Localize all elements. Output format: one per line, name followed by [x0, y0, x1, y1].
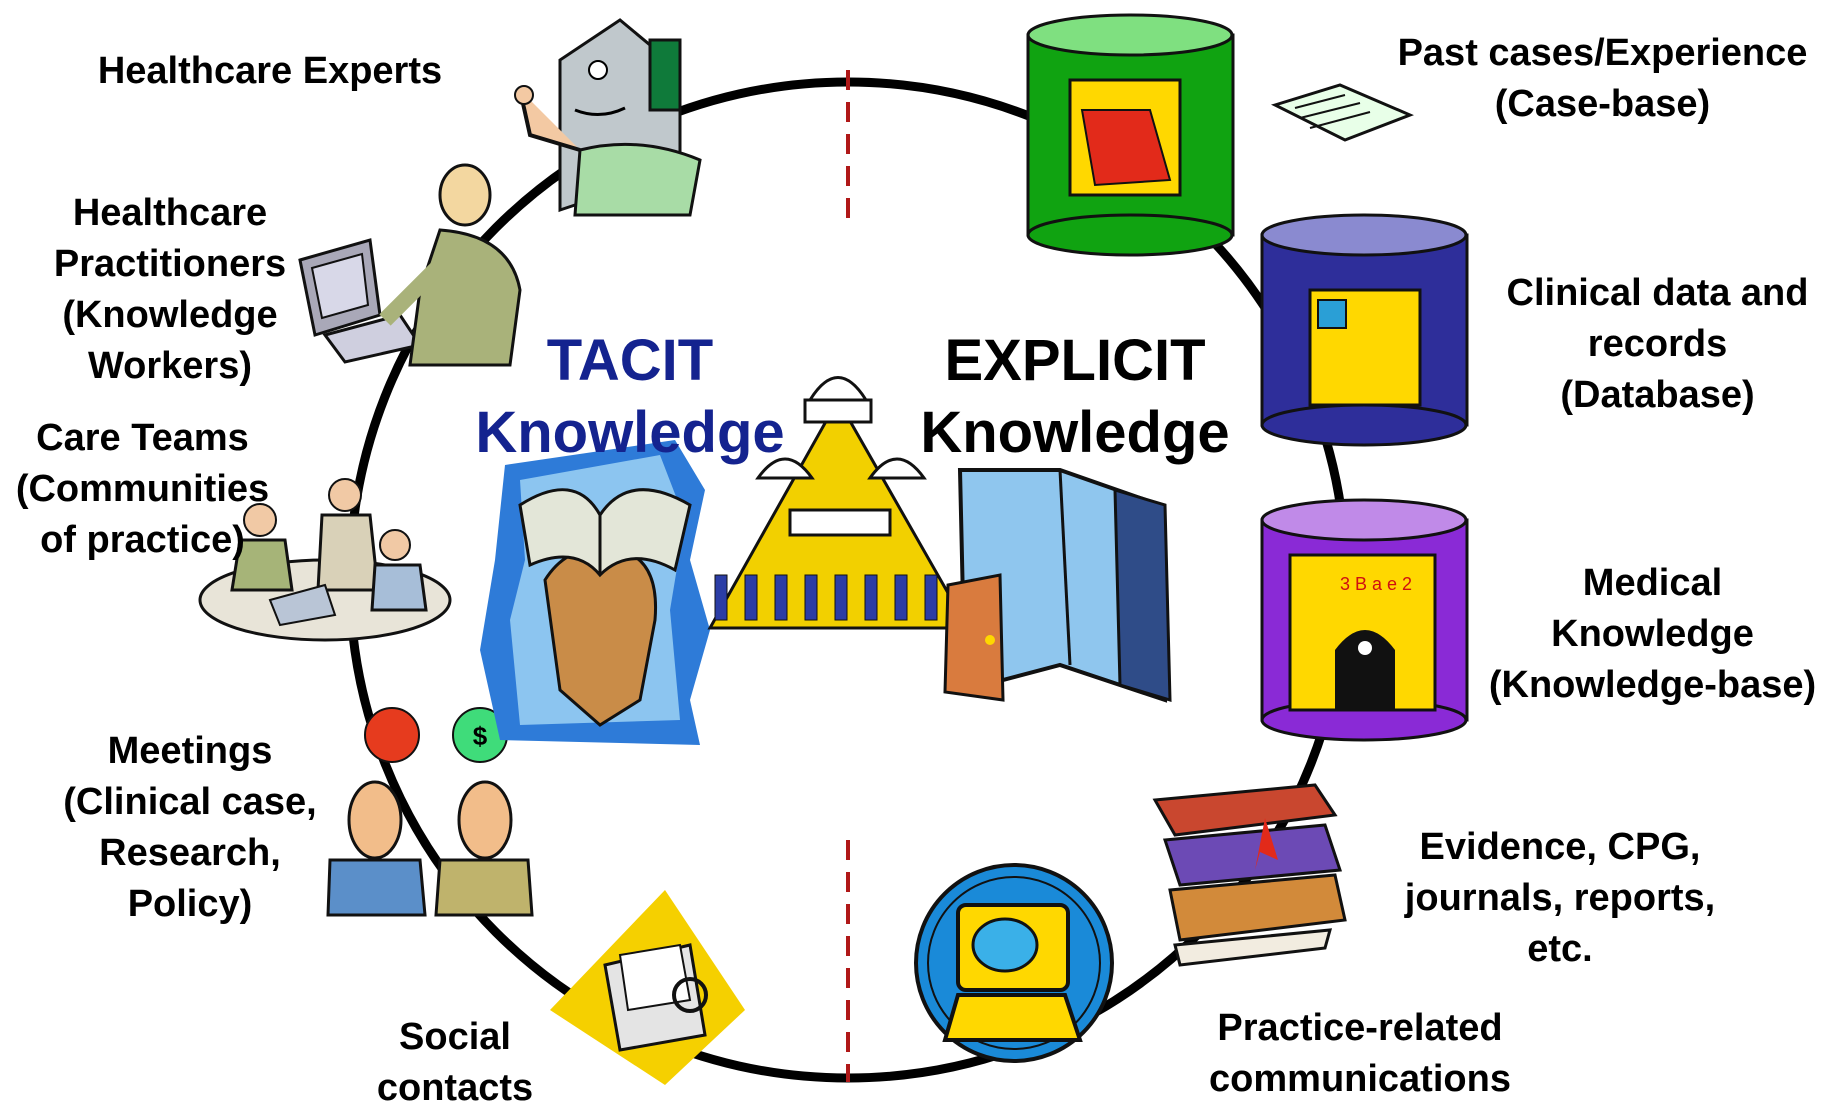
tacit-line1: TACIT	[546, 328, 714, 393]
label-line: Policy)	[127, 883, 253, 925]
case-sheets-icon	[1270, 83, 1414, 142]
book-stack-icon	[1152, 783, 1347, 967]
label-line: Practitioners	[53, 243, 287, 285]
label-line: (Knowledge	[62, 294, 278, 336]
label-evidence: Evidence, CPG, journals, reports, etc.	[1370, 822, 1750, 975]
label-line: Care Teams	[36, 417, 249, 459]
case-base-database-icon	[1026, 13, 1235, 257]
label-past-cases: Past cases/Experience (Case-base)	[1370, 28, 1835, 130]
computer-icon	[914, 863, 1114, 1063]
knowledge-base-icon: 3 B a e 2	[1260, 498, 1469, 742]
label-line: (Communities	[15, 468, 270, 510]
label-line: Meetings	[107, 730, 273, 772]
label-practitioners: Healthcare Practitioners (Knowledge Work…	[15, 188, 325, 392]
label-medical-knowledge: Medical Knowledge (Knowledge-base)	[1470, 558, 1835, 711]
label-line: (Knowledge-base)	[1488, 664, 1817, 706]
label-clinical-data: Clinical data and records (Database)	[1480, 268, 1835, 421]
label-line: Medical	[1582, 562, 1723, 604]
label-line: Healthcare Experts	[97, 50, 443, 92]
label-line: contacts	[376, 1067, 534, 1109]
label-line: journals, reports,	[1404, 877, 1716, 919]
expert-icon	[514, 18, 702, 217]
label-line: Healthcare	[72, 192, 268, 234]
label-communications: Practice-related communications	[1180, 1003, 1540, 1105]
label-line: of practice)	[40, 519, 245, 561]
label-line: Social	[399, 1016, 511, 1058]
tacit-knowledge-title: TACIT Knowledge	[460, 325, 800, 469]
explicit-line2: Knowledge	[920, 400, 1230, 465]
label-social-contacts: Social contacts	[350, 1012, 560, 1114]
label-line: Evidence, CPG,	[1419, 826, 1701, 868]
label-line: Research,	[99, 832, 281, 874]
pyramid-organization-icon	[707, 376, 971, 630]
label-line: Past cases/Experience	[1397, 32, 1808, 74]
book-with-door-icon	[943, 468, 1172, 703]
label-line: Practice-related	[1217, 1007, 1503, 1049]
label-line: Workers)	[87, 345, 253, 387]
label-line: Knowledge	[1551, 613, 1754, 655]
label-line: records	[1587, 323, 1728, 365]
label-healthcare-experts: Healthcare Experts	[60, 46, 480, 97]
label-line: communications	[1209, 1058, 1511, 1100]
svg-text:3 B a e 2: 3 B a e 2	[1340, 574, 1412, 594]
label-line: Clinical data and	[1506, 272, 1809, 314]
label-line: (Case-base)	[1494, 83, 1711, 125]
rolodex-icon	[550, 890, 745, 1085]
two-people-talking-icon: $	[326, 707, 534, 917]
team-meeting-icon	[198, 478, 452, 642]
label-care-teams: Care Teams (Communities of practice)	[0, 413, 285, 566]
label-line: etc.	[1527, 928, 1593, 970]
explicit-knowledge-title: EXPLICIT Knowledge	[905, 325, 1245, 469]
explicit-line1: EXPLICIT	[944, 328, 1206, 393]
practitioner-at-computer-icon	[298, 163, 522, 367]
svg-text:$: $	[473, 721, 488, 751]
clinical-database-icon	[1260, 213, 1469, 447]
tacit-line2: Knowledge	[475, 400, 785, 465]
label-meetings: Meetings (Clinical case, Research, Polic…	[30, 726, 350, 930]
label-line: (Database)	[1560, 374, 1755, 416]
thinker-head-icon	[480, 440, 710, 745]
label-line: (Clinical case,	[63, 781, 317, 823]
